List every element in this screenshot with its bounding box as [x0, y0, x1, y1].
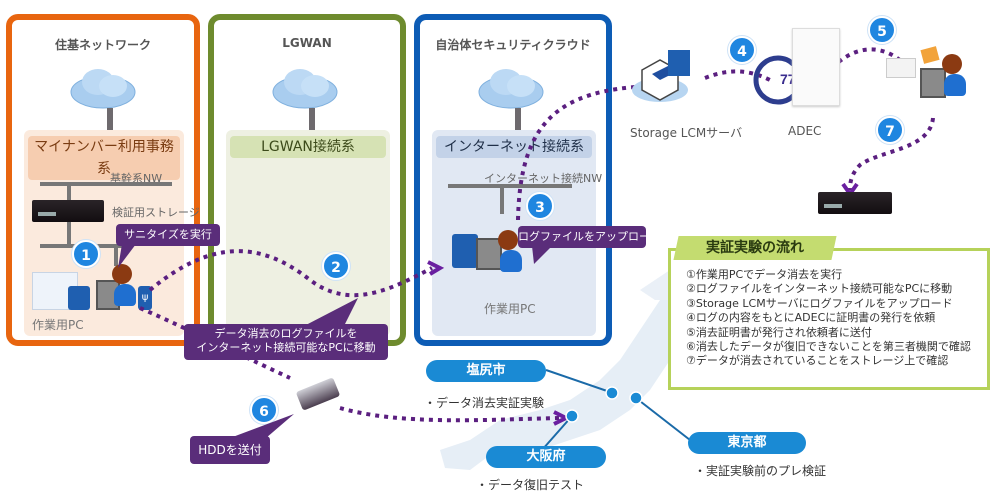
backbone-nw-line	[40, 182, 172, 186]
step-badge-3: 3	[526, 192, 554, 220]
pc-branch-line	[500, 184, 504, 214]
flow-path-step5	[830, 47, 912, 72]
flow-path-step2	[148, 249, 433, 298]
cloud-stem	[309, 108, 315, 132]
flow-step: ②ログファイルをインターネット接続可能なPCに移動	[686, 282, 953, 296]
cloud-icon	[70, 69, 136, 109]
flow-step: ⑥消去したデータが復旧できないことを第三者機関で確認	[686, 340, 971, 354]
zone-security-cloud: 自治体セキュリティクラウド インターネット接続系 インターネット接続NW 作業用…	[414, 14, 612, 346]
connector-shiojiri	[545, 369, 611, 393]
cloud-stem	[107, 108, 113, 132]
flow-step: ③Storage LCMサーバにログファイルをアップロード	[686, 296, 953, 310]
callout-step6: HDDを送付	[190, 414, 294, 464]
step-badge-7: 7	[876, 116, 904, 144]
site-note-shiojiri: ・データ消去実証実験	[424, 396, 545, 410]
callout-line-2: インターネット接続可能なPCに移動	[196, 341, 376, 354]
pc-label: 作業用PC	[484, 302, 536, 316]
step-badge-5: 5	[868, 16, 896, 44]
monitor-icon	[920, 68, 946, 98]
flow-path-to-hdd	[139, 306, 291, 380]
site-note-osaka: ・データ復旧テスト	[476, 478, 585, 492]
user-head-icon	[112, 264, 132, 284]
pin-shiojiri	[605, 386, 619, 400]
certificate-document-icon	[792, 28, 840, 106]
cloud-icon	[478, 69, 544, 109]
site-note-tokyo: ・実証実験前のプレ検証	[694, 464, 827, 478]
flow-path-step3	[516, 84, 651, 221]
cloud-stem	[515, 108, 521, 132]
connector-osaka	[541, 415, 573, 451]
step-badge-6: 6	[250, 396, 278, 424]
user-head-icon	[498, 230, 518, 250]
user-body-icon	[114, 284, 136, 306]
pc-branch-line	[114, 244, 118, 266]
step-badge-1: 1	[72, 240, 100, 268]
zone-lgwan: LGWAN LGWAN接続系	[208, 14, 406, 346]
mail-envelope-icon	[886, 58, 916, 78]
callout-text: サニタイズを実行	[124, 228, 212, 241]
callout-line-1: データ消去のログファイルを	[214, 327, 358, 340]
user-body-icon	[944, 74, 966, 96]
user-head-icon	[942, 54, 962, 74]
storage-lcm-label: Storage LCMサーバ	[630, 126, 743, 140]
callout-text: ログファイルをアップロード	[518, 230, 661, 243]
callout-tail	[304, 298, 358, 326]
usb-icon: ψ	[138, 286, 152, 310]
zone-title: 自治体セキュリティクラウド	[435, 38, 591, 52]
step-badge-4: 4	[728, 36, 756, 64]
callout-step3: ログファイルをアップロード	[518, 226, 661, 264]
pc-label: 作業用PC	[32, 318, 84, 332]
callout-step1: サニタイズを実行	[116, 224, 220, 268]
callout-tail	[118, 244, 136, 268]
svg-text:77: 77	[780, 71, 796, 87]
flow-step: ①作業用PCでデータ消去を実行	[686, 268, 843, 281]
system-label: LGWAN接続系	[230, 136, 386, 158]
user-body-icon	[500, 250, 522, 272]
callout-step2: データ消去のログファイルを インターネット接続可能なPCに移動	[184, 298, 388, 360]
verification-storage-icon	[818, 192, 892, 214]
flow-steps-list: ①作業用PCでデータ消去を実行 ②ログファイルをインターネット接続可能なPCに移…	[686, 268, 971, 369]
document-icon	[452, 234, 478, 268]
site-pill-osaka: 大阪府	[486, 446, 606, 468]
system-label: インターネット接続系	[436, 136, 592, 158]
adec-label: ADEC	[788, 124, 822, 138]
flow-step: ④ログの内容をもとにADECに証明書の発行を依頼	[686, 311, 936, 325]
internet-nw-line	[448, 184, 572, 188]
step-badge-2: 2	[322, 252, 350, 280]
pin-tokyo	[629, 391, 643, 405]
arrowhead-step2	[427, 260, 445, 276]
flow-step: ⑦データが消去されていることをストレージ上で確認	[686, 354, 949, 368]
storage-lcm-server-icon	[632, 50, 690, 102]
monitor-icon	[476, 238, 502, 270]
zone-title: LGWAN	[282, 36, 332, 50]
nw-label: インターネット接続NW	[484, 172, 603, 185]
flow-path-step6	[339, 406, 561, 423]
callout-tail	[532, 246, 552, 264]
cloud-icon	[272, 69, 338, 109]
site-pill-tokyo: 東京都	[688, 432, 806, 454]
connector-tokyo	[635, 397, 691, 441]
callout-tail	[230, 414, 294, 438]
system-label: マイナンバー利用事務系	[28, 136, 180, 180]
zone-juki-network: 住基ネットワーク マイナンバー利用事務系 基幹系NW 検証用ストレージ ψ 作業…	[6, 14, 200, 346]
map-kyushu	[440, 440, 490, 470]
callout-text: HDDを送付	[198, 443, 262, 457]
pin-osaka	[565, 409, 579, 423]
monitor-icon	[96, 280, 120, 310]
storage-server-icon	[32, 200, 104, 222]
flow-steps-panel	[668, 248, 990, 390]
zone-title: 住基ネットワーク	[54, 38, 151, 52]
lgwan-system-area: LGWAN接続系	[226, 130, 390, 336]
flow-path-step7	[848, 117, 935, 191]
document-key-icon	[68, 286, 90, 310]
site-pill-shiojiri: 塩尻市	[426, 360, 546, 382]
nw-label: 基幹系NW	[110, 172, 163, 185]
storage-label: 検証用ストレージ	[112, 206, 200, 219]
flow-step: ⑤消去証明書が発行され依頼者に送付	[686, 325, 872, 339]
